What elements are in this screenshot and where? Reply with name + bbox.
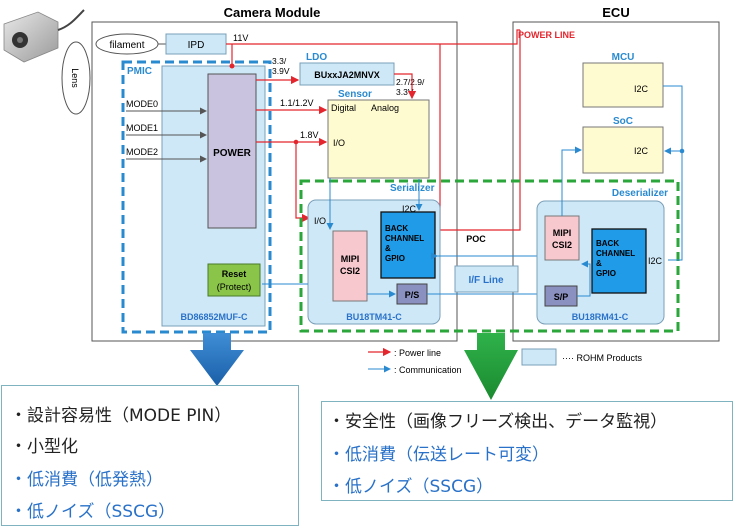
des-mipi-label2: CSI2 xyxy=(552,240,572,250)
serializer-i2c-label: I2C xyxy=(402,204,417,214)
poc-label: POC xyxy=(466,234,486,244)
protect-label: (Protect) xyxy=(217,282,252,292)
ldo-out-line2: 3.3V xyxy=(396,87,414,97)
camera-module-title: Camera Module xyxy=(224,5,321,20)
des-mipi-block xyxy=(544,215,580,261)
lens-shape xyxy=(61,41,91,115)
pmic-feature-design: ・設計容易性（MODE PIN） xyxy=(10,406,232,426)
soc-block xyxy=(582,126,664,174)
if-line-block xyxy=(454,265,519,293)
sensor-io-label: I/O xyxy=(333,138,345,148)
mode1-label: MODE1 xyxy=(126,123,158,133)
mode-inputs: MODE0 MODE1 MODE2 xyxy=(126,99,207,163)
v11-node xyxy=(229,63,235,69)
serializer-label: Serializer xyxy=(390,183,435,194)
ser-mipi-label1: MIPI xyxy=(341,254,360,264)
if-line-label: I/F Line xyxy=(469,275,504,286)
ser-ps-label: P/S xyxy=(405,290,420,300)
v-io-label: 1.8V xyxy=(300,130,319,140)
pmic-part-label: BD86852MUF-C xyxy=(180,312,248,322)
soc-i2c-label: I2C xyxy=(634,146,649,156)
serializer-io-label: I/O xyxy=(314,216,326,226)
des-sp-label: S/P xyxy=(554,292,569,302)
lens-label: Lens xyxy=(70,68,80,88)
serdes-feature-power: ・低消費（伝送レート可変） xyxy=(328,445,549,465)
ser-backchannel-block xyxy=(380,211,436,279)
serdes-region xyxy=(299,179,680,333)
ldo-in-line1: 3.3/ xyxy=(272,56,287,66)
pmic-feature-noise: ・低ノイズ（SSCG） xyxy=(10,502,176,522)
des-bc-2: CHANNEL xyxy=(596,249,635,258)
mode2-label: MODE2 xyxy=(126,147,158,157)
v-io-node xyxy=(293,139,299,145)
filament-label: filament xyxy=(109,40,144,51)
soc-label: SoC xyxy=(613,116,633,127)
mode0-label: MODE0 xyxy=(126,99,158,109)
camera-icon xyxy=(3,9,85,63)
serializer-part-label: BU18TM41-C xyxy=(346,312,402,322)
pmic-feature-size: ・小型化 xyxy=(10,437,78,457)
ecu-title: ECU xyxy=(602,5,629,20)
ecu-power-line-label: POWER LINE xyxy=(518,30,575,40)
sensor-analog-label: Analog xyxy=(371,103,399,113)
mcu-i2c-label: I2C xyxy=(634,84,649,94)
power-line-ecu xyxy=(439,30,521,231)
pmic-down-arrow xyxy=(190,333,244,386)
sp-to-mipi-arrow xyxy=(577,260,591,297)
ser-bc-1: BACK xyxy=(385,224,408,233)
serdes-feature-safety: ・安全性（画像フリーズ検出、データ監視） xyxy=(328,412,668,432)
ldo-in-line2: 3.9V xyxy=(272,66,290,76)
reset-block xyxy=(207,263,261,297)
legend-power-label: : Power line xyxy=(394,348,441,358)
des-bc-1: BACK xyxy=(596,239,619,248)
pmic-features-box: ・設計容易性（MODE PIN） ・小型化 ・低消費（低発熱） ・低ノイズ（SS… xyxy=(1,385,299,526)
deserializer-part-label: BU18RM41-C xyxy=(572,312,629,322)
v-io-serializer-arrow xyxy=(295,142,311,223)
ser-mipi-label2: CSI2 xyxy=(340,266,360,276)
sensor-block xyxy=(327,99,430,179)
i2c-bus-node xyxy=(679,148,685,154)
serdes-down-arrow xyxy=(464,333,518,400)
legend-rohm-swatch xyxy=(521,348,557,366)
reset-label: Reset xyxy=(222,269,247,279)
ldo-out-arrow xyxy=(394,73,417,100)
sensor-label: Sensor xyxy=(338,89,372,100)
v-digital-label: 1.1/1.2V xyxy=(280,98,314,108)
des-i2c-label: I2C xyxy=(648,256,663,266)
ldo-label: LDO xyxy=(306,52,327,63)
power-block xyxy=(207,73,257,229)
power-line-top xyxy=(226,29,520,45)
ser-bc-4: GPIO xyxy=(385,254,405,263)
des-backchannel-block xyxy=(591,228,647,294)
legend-comm-label: : Communication xyxy=(394,365,462,375)
ser-bc-3: & xyxy=(385,244,391,253)
ser-bc-2: CHANNEL xyxy=(385,234,424,243)
ldo-part-label: BUxxJA2MNVX xyxy=(314,70,380,80)
ipd-label: IPD xyxy=(188,40,205,51)
deserializer-label: Deserializer xyxy=(612,188,668,199)
mcu-label: MCU xyxy=(612,52,635,63)
mipi-to-soc-arrow xyxy=(561,146,582,216)
ldo-out-line1: 2.7/2.9/ xyxy=(396,77,425,87)
sensor-digital-label: Digital xyxy=(331,103,356,113)
legend-rohm-label: ···· ROHM Products xyxy=(562,353,643,363)
v11-label: 11V xyxy=(233,33,248,43)
i2c-bus-line xyxy=(663,85,683,261)
pmic-feature-power: ・低消費（低発熱） xyxy=(10,470,163,490)
des-mipi-label1: MIPI xyxy=(553,228,572,238)
serdes-features-box: ・安全性（画像フリーズ検出、データ監視） ・低消費（伝送レート可変） ・低ノイズ… xyxy=(321,401,733,501)
pmic-label: PMIC xyxy=(127,66,152,77)
mcu-block xyxy=(582,62,664,108)
serdes-feature-noise: ・低ノイズ（SSCG） xyxy=(328,477,494,497)
ser-mipi-block xyxy=(332,230,368,302)
power-label: POWER xyxy=(213,148,252,159)
des-bc-4: GPIO xyxy=(596,269,616,278)
des-bc-3: & xyxy=(596,259,602,268)
